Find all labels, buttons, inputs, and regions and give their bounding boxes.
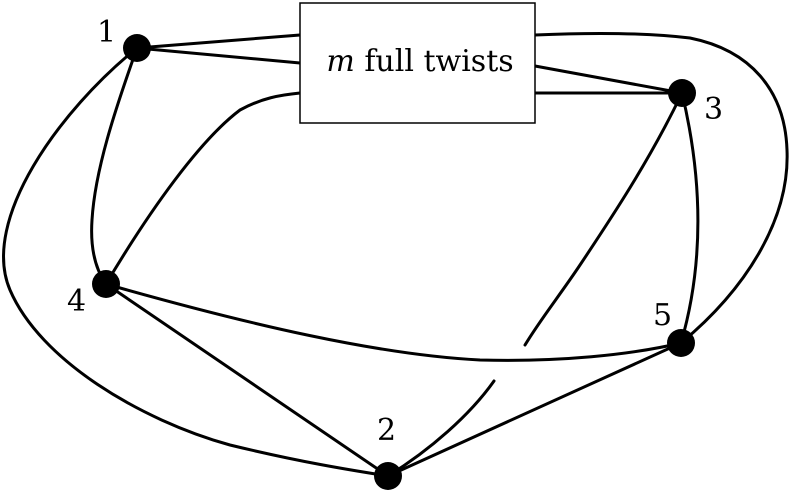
- vertex-label-1: 1: [97, 15, 117, 50]
- edge-4-2: [104, 282, 390, 478]
- twist-variable: m: [326, 44, 355, 79]
- edge-3-2-upper: [523, 91, 684, 347]
- vertex-4: [92, 270, 120, 298]
- vertex-2: [374, 462, 402, 490]
- edge-4-5: [104, 282, 683, 362]
- edge-1-4: [90, 46, 139, 286]
- vertex-label-3: 3: [704, 92, 724, 127]
- vertex-1: [123, 34, 151, 62]
- edge-1-box-b: [135, 46, 302, 65]
- twist-box-label: m full twists: [300, 47, 540, 77]
- vertex-5: [667, 329, 695, 357]
- twist-text: full twists: [364, 44, 514, 79]
- vertex-label-2: 2: [377, 413, 397, 448]
- edge-1-box-a: [135, 33, 302, 50]
- edge-3-2-lower: [386, 379, 496, 478]
- edge-3-5: [679, 91, 700, 345]
- edge-box-3-a: [533, 64, 684, 95]
- vertex-3: [668, 79, 696, 107]
- edge-1-2-outer: [2, 46, 390, 478]
- vertex-label-4: 4: [67, 284, 87, 319]
- vertex-label-5: 5: [653, 298, 673, 333]
- edge-4-box: [104, 91, 302, 286]
- edge-2-5: [386, 341, 683, 478]
- edge-5-top-outer: [533, 31, 789, 345]
- twist-box: [299, 2, 536, 124]
